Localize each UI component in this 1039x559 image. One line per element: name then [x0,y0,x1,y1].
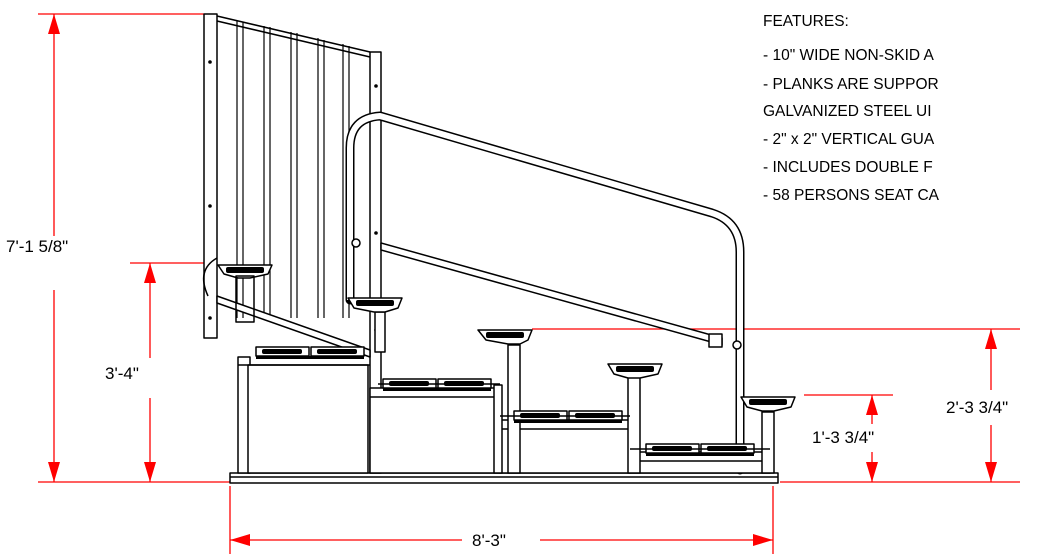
riser-panel [369,387,501,474]
bleacher-structure [202,13,796,484]
arrowhead [985,462,997,482]
dim-top-row-height-label: 3'-4" [105,364,139,383]
base-rail [229,472,779,484]
dim-depth-label: 8'-3" [472,531,506,550]
feature-line: - 10" WIDE NON-SKID A [763,47,935,64]
dim-low-seat-height-label: 1'-3 3/4" [812,428,874,447]
feature-line: - PLANKS ARE SUPPOR [763,76,939,93]
arrowhead [144,462,156,482]
guard-diagonal-brace [216,295,371,358]
arrowhead [144,263,156,283]
feature-line: - 2" x 2" VERTICAL GUA [763,131,935,148]
handrail-inner [347,113,743,470]
rail-clamp-bolt [732,340,742,350]
riser-panel [247,364,369,474]
dim-total-height-label: 7'-1 5/8" [6,237,68,256]
dim-high-seat-height-label: 2'-3 3/4" [946,398,1008,417]
seat-post [374,311,386,353]
arrowhead [48,462,60,482]
arrowhead [985,329,997,349]
rail-clamp-bolt [351,238,361,248]
rail-clamp [708,333,723,348]
top-row-bracket [235,275,255,323]
arrowhead [753,534,773,546]
dimension-lines [38,13,1020,554]
guard-post-left [203,13,218,339]
sloped-rail [380,242,723,346]
seat-post [761,411,775,474]
plank-logos [226,267,787,451]
features-block: FEATURES: - 10" WIDE NON-SKID A - PLANKS… [763,13,940,204]
guard-top-rail-inner [216,20,371,58]
arrowhead [230,534,250,546]
plank-undersides [256,356,754,456]
arrowhead [48,14,60,34]
seat-post [627,375,641,474]
arrowhead [866,462,878,482]
features-heading: FEATURES: [763,13,849,30]
feature-line: GALVANIZED STEEL UI [763,103,932,120]
seat-post [507,344,521,474]
feature-line: - INCLUDES DOUBLE F [763,159,933,176]
top-row-bracket-curve [202,257,218,297]
guard-top-rail [216,15,371,53]
arrowhead [866,395,878,415]
seat-post [493,384,503,474]
logo-badges [226,267,787,451]
feature-line: - 58 PERSONS SEAT CA [763,187,940,204]
